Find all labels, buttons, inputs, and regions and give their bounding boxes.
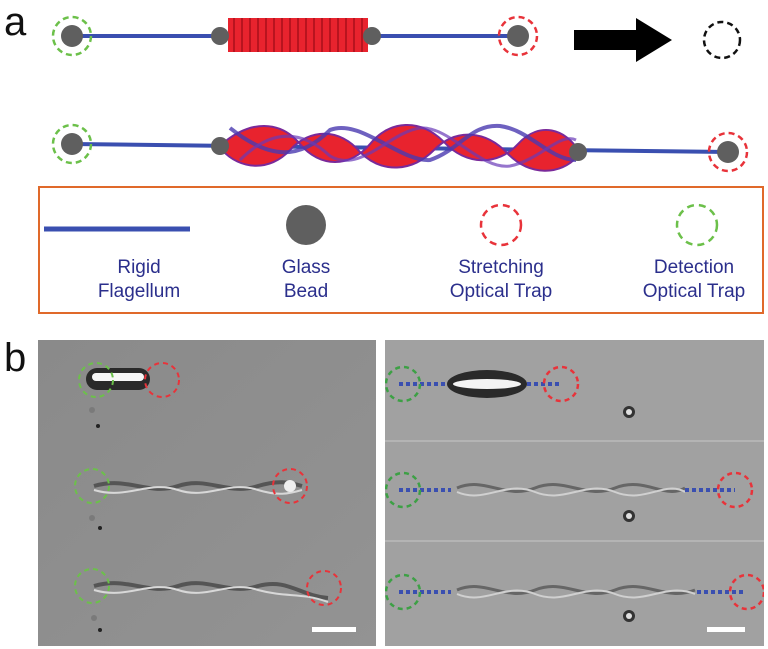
straight-filament [228,18,368,52]
detection-trap [74,568,110,604]
supercoil-filament [221,123,579,172]
legend-label-line1: Detection [653,257,735,278]
panel-letter-b: b [4,336,27,380]
bead-inner-left-bottom [211,137,229,155]
right-frame-1 [385,365,635,418]
bead-left-top [61,25,83,47]
left-frame-1 [78,362,180,428]
bead-right-bottom [717,141,739,163]
scale-bar [312,627,356,632]
legend-label-line2: Optical Trap [449,281,553,302]
detection-trap [78,362,114,398]
legend-label-line2: Bead [283,281,329,302]
stretching-trap-top [497,15,539,57]
detection-trap [385,573,422,611]
scale-bar [707,627,745,632]
detection-trap-icon [675,203,719,247]
bead-inner-right-bottom [569,143,587,161]
stretching-trap [144,362,180,398]
black-trap-icon [702,20,742,60]
legend-symbols [44,203,719,247]
stretching-trap [272,468,308,504]
detection-trap [385,365,422,403]
right-frame-3 [385,573,764,632]
panel-letter-a: a [4,0,27,44]
legend-label-line1: Rigid [117,257,161,278]
stretching-trap [542,365,580,403]
panel-a-schematic [51,15,749,173]
arrow-icon [574,18,672,62]
stretching-trap [306,570,342,606]
legend-box [38,186,764,314]
left-frame-3 [74,568,356,632]
glass-bead-icon [286,205,326,245]
bead-inner-right-top [363,27,381,45]
right-frame-2 [385,471,754,522]
stretching-trap-icon [479,203,523,247]
legend-label-line1: Glass [281,257,331,278]
detection-trap [385,471,422,509]
legend-item-flagellum: Rigid Flagellum [64,256,214,304]
detection-trap-bottom [51,123,93,165]
bead-right-top [507,25,529,47]
detection-trap [74,468,110,504]
bead-inner-left-top [211,27,229,45]
legend-label-line1: Stretching [458,257,544,278]
stretching-trap [716,471,754,509]
legend-label-line2: Flagellum [97,281,181,302]
micrograph-left [38,340,376,646]
legend-label-line2: Optical Trap [642,281,746,302]
relaxed-construct [51,15,539,57]
legend-item-detection: Detection Optical Trap [624,256,764,304]
micrograph-right [385,340,764,646]
legend-item-bead: Glass Bead [236,256,376,304]
detection-trap-top [51,15,93,57]
left-frame-2 [74,468,308,530]
bead-left-bottom [61,133,83,155]
legend-item-stretching: Stretching Optical Trap [426,256,576,304]
supercoiled-construct [51,123,749,173]
stretching-trap-bottom [707,131,749,173]
